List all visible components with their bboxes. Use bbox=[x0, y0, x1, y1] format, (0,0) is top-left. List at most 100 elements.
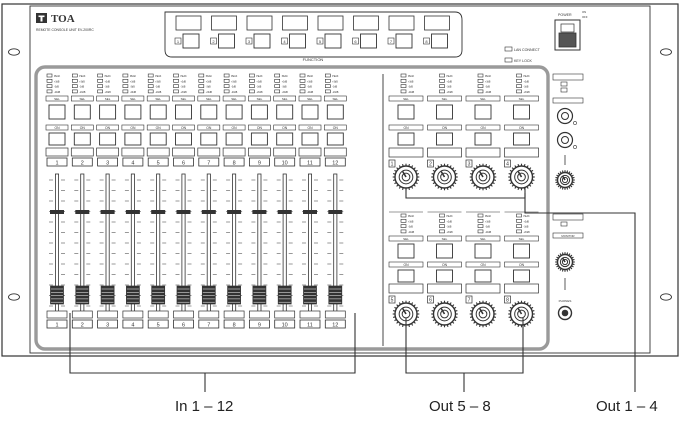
output-1-volume-knob[interactable] bbox=[392, 163, 420, 191]
input-channel-12-bottom-number: 12 bbox=[332, 323, 338, 329]
svg-text:PEAK: PEAK bbox=[332, 75, 339, 78]
input-channel-4-fader-base bbox=[122, 310, 144, 319]
input-channel-5-on-button[interactable] bbox=[149, 132, 167, 146]
input-channel-7-on-button[interactable] bbox=[200, 132, 218, 146]
function-key-label-window bbox=[353, 15, 379, 31]
input-channel-8-fader[interactable] bbox=[227, 285, 241, 305]
output-1-sel-button[interactable] bbox=[397, 104, 415, 120]
input-channel-11-on-button[interactable] bbox=[301, 132, 319, 146]
input-channel-6-fader[interactable] bbox=[176, 285, 191, 305]
input-channel-10-level-meter: PEAK+3dB-3dB-20dB bbox=[274, 73, 289, 94]
function-key-4[interactable] bbox=[289, 33, 306, 49]
input-channel-4-sel-button[interactable] bbox=[124, 104, 142, 120]
function-key-7[interactable] bbox=[395, 33, 413, 49]
input-channel-10-on-button[interactable] bbox=[276, 132, 294, 146]
output-5-volume-knob[interactable] bbox=[392, 300, 420, 328]
output-4-sel-button[interactable] bbox=[513, 104, 530, 120]
output-2-sel-button[interactable] bbox=[436, 104, 453, 120]
output-2-on-button[interactable] bbox=[436, 132, 453, 146]
svg-text:-20dB: -20dB bbox=[282, 92, 289, 94]
output-6-volume-knob[interactable] bbox=[431, 300, 458, 328]
input-channel-12-on-button[interactable] bbox=[326, 132, 344, 146]
input-channel-6-sel-button[interactable] bbox=[175, 104, 192, 120]
input-channel-11-level-meter: PEAK+3dB-3dB-20dB bbox=[299, 73, 314, 94]
svg-text:PEAK: PEAK bbox=[485, 75, 492, 78]
svg-text:SEL: SEL bbox=[332, 97, 338, 101]
output-5-sel-button[interactable] bbox=[397, 243, 415, 259]
input-channel-7-sel-button[interactable] bbox=[200, 104, 218, 120]
monitor-volume-knob[interactable] bbox=[555, 252, 575, 272]
function-key-5[interactable] bbox=[324, 33, 342, 49]
svg-text:SEL: SEL bbox=[105, 97, 111, 101]
output-7-on-button[interactable] bbox=[474, 269, 492, 283]
function-key-6[interactable] bbox=[360, 33, 377, 49]
input-channel-2-on-button[interactable] bbox=[73, 132, 91, 146]
input-channel-10-fader[interactable] bbox=[277, 285, 292, 305]
svg-text:ON: ON bbox=[519, 126, 525, 130]
svg-text:PEAK: PEAK bbox=[206, 75, 213, 78]
input-channel-2-fader[interactable] bbox=[75, 285, 90, 305]
function-key-1[interactable] bbox=[182, 33, 200, 49]
input-channel-8-sel-button[interactable] bbox=[225, 104, 243, 120]
input-channel-5-sel-button[interactable] bbox=[149, 104, 167, 120]
output-3-on-button[interactable] bbox=[474, 132, 492, 146]
input-channel-8-on-button[interactable] bbox=[225, 132, 243, 146]
svg-text:SEL: SEL bbox=[54, 97, 60, 101]
output-8-volume-knob[interactable] bbox=[508, 300, 535, 328]
input-channel-3-on-button[interactable] bbox=[99, 132, 117, 146]
input-channel-9-sel-button[interactable] bbox=[250, 104, 268, 120]
input-channel-1-sel-button[interactable] bbox=[48, 104, 66, 120]
output-4-name-window bbox=[504, 147, 539, 158]
svg-text:ON: ON bbox=[282, 126, 288, 130]
ext-input-volume-knob[interactable] bbox=[555, 170, 575, 190]
output-2-sel-label bbox=[427, 95, 462, 102]
input-channel-12-fader[interactable] bbox=[328, 285, 343, 305]
input-channel-4-on-button[interactable] bbox=[124, 132, 142, 146]
output-7-volume-knob[interactable] bbox=[469, 300, 497, 328]
input-channel-12-sel-button[interactable] bbox=[326, 104, 344, 120]
input-channel-11-sel-button[interactable] bbox=[301, 104, 319, 120]
output-1-on-button[interactable] bbox=[397, 132, 415, 146]
output-6-on-button[interactable] bbox=[436, 269, 453, 283]
rack-mount-hole bbox=[8, 293, 20, 301]
output-3-sel-button[interactable] bbox=[474, 104, 492, 120]
output-1-name-window bbox=[388, 147, 424, 158]
svg-text:SEL: SEL bbox=[403, 97, 409, 101]
output-5-on-button[interactable] bbox=[397, 269, 415, 283]
input-channel-3-fader[interactable] bbox=[100, 285, 115, 305]
function-key-8[interactable] bbox=[431, 33, 448, 49]
input-channel-3-number-plate bbox=[97, 157, 118, 167]
output-6-sel-button[interactable] bbox=[436, 243, 453, 259]
svg-text:PEAK: PEAK bbox=[524, 215, 531, 218]
input-channel-7-fader[interactable] bbox=[201, 285, 216, 305]
input-channel-2-number-plate bbox=[71, 157, 93, 167]
input-channel-10-sel-button[interactable] bbox=[276, 104, 294, 120]
svg-text:-20dB: -20dB bbox=[447, 232, 454, 234]
input-channel-8-fader-base bbox=[223, 310, 245, 319]
output-4-on-button[interactable] bbox=[513, 132, 530, 146]
input-channel-9-fader[interactable] bbox=[252, 285, 267, 305]
output-4-volume-knob[interactable] bbox=[508, 163, 535, 191]
input-channel-4-fader[interactable] bbox=[126, 285, 140, 305]
input-channel-11-bottom-plate bbox=[299, 319, 321, 329]
input-channel-5-fader[interactable] bbox=[151, 285, 166, 305]
input-channel-1-fader[interactable] bbox=[50, 285, 64, 305]
output-7-sel-button[interactable] bbox=[474, 243, 492, 259]
input-channel-7-name-window bbox=[197, 147, 221, 157]
function-key-3[interactable] bbox=[253, 33, 271, 49]
power-label: POWER bbox=[558, 13, 572, 17]
input-channel-1-on-button[interactable] bbox=[48, 132, 66, 146]
output-2-volume-knob[interactable] bbox=[431, 163, 458, 191]
input-channel-3-sel-button[interactable] bbox=[99, 104, 117, 120]
input-channel-2-sel-button[interactable] bbox=[73, 104, 91, 120]
lan-connect-label: LAN CONNECT bbox=[514, 48, 541, 52]
output-3-volume-knob[interactable] bbox=[469, 163, 497, 191]
output-8-sel-button[interactable] bbox=[513, 243, 530, 259]
input-channel-9-on-button[interactable] bbox=[250, 132, 268, 146]
power-switch[interactable] bbox=[558, 32, 577, 48]
input-channel-7-number-plate bbox=[198, 157, 220, 167]
input-channel-11-fader[interactable] bbox=[303, 285, 317, 305]
function-key-2[interactable] bbox=[218, 33, 235, 49]
input-channel-6-on-button[interactable] bbox=[175, 132, 192, 146]
output-8-on-button[interactable] bbox=[513, 269, 530, 283]
